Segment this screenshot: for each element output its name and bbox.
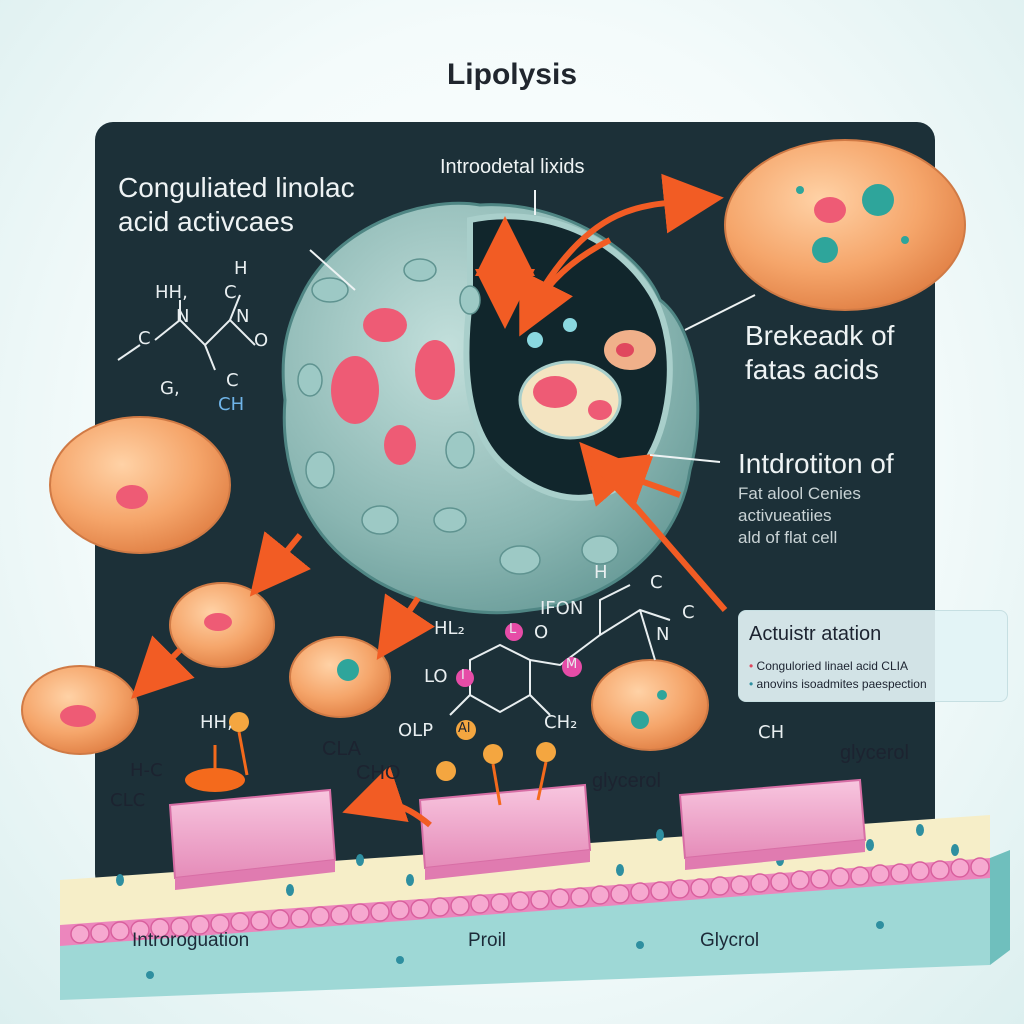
chem-structure-center bbox=[449, 584, 671, 716]
ground-label-left: Introroguation bbox=[132, 930, 250, 951]
fat-cell-small-3 bbox=[289, 636, 391, 718]
chem-left-c2: C bbox=[138, 328, 151, 349]
label-top-left-line2: acid activcaes bbox=[118, 206, 294, 237]
fat-cell-small-2 bbox=[21, 665, 139, 755]
tissue-block-left bbox=[168, 788, 337, 890]
diagram-title: Lipolysis bbox=[446, 58, 578, 91]
label-pointers bbox=[309, 190, 756, 463]
chem-tag-al: Al bbox=[458, 721, 471, 736]
chem-left-h: H bbox=[234, 258, 248, 279]
fat-cell-small-1 bbox=[169, 582, 275, 668]
fat-cell-left bbox=[49, 416, 231, 554]
fat-cell-small-4 bbox=[591, 659, 709, 751]
label-right-upper-line2: fatas acids bbox=[745, 354, 879, 385]
legend-item: • anovins isoadmites paespection bbox=[749, 677, 927, 691]
chem-ch-right: CH bbox=[758, 722, 785, 743]
chem-tag-l: L bbox=[509, 622, 517, 637]
chem-center-hlo: HL₂ bbox=[434, 618, 465, 639]
tissue-block-center bbox=[418, 783, 592, 880]
chem-tag-m: M bbox=[566, 657, 578, 672]
label-glycerol-right: glycerol bbox=[840, 742, 909, 764]
chem-left-n2: N bbox=[236, 306, 250, 327]
ground-label-right: Glycrol bbox=[700, 930, 760, 951]
label-cho: CHO bbox=[356, 762, 401, 784]
legend-item: • Conguloried linael acid CLIA bbox=[749, 659, 908, 673]
chem-tags bbox=[185, 623, 582, 806]
chem-left-o: O bbox=[254, 330, 269, 351]
label-right-mid-line3: ald of flat cell bbox=[738, 528, 838, 547]
label-right-mid-line2: activueatiies bbox=[738, 506, 832, 525]
chem-left-hh: HH, bbox=[155, 282, 188, 303]
label-top-left-line1: Conguliated linolac bbox=[118, 172, 355, 203]
ground-label-center: Proil bbox=[468, 930, 507, 951]
chem-tag-i: I bbox=[461, 668, 465, 683]
chem-left-c3: C bbox=[226, 370, 239, 391]
chem-center-fon: IFON bbox=[540, 598, 584, 619]
tissue-block-right bbox=[678, 778, 867, 870]
label-glycerol-mid: glycerol bbox=[592, 770, 661, 792]
chem-base-hc: H-C bbox=[130, 760, 163, 781]
chem-left-ch: CH bbox=[218, 394, 245, 415]
label-cla: CLA bbox=[322, 738, 361, 760]
orange-arrows bbox=[131, 173, 728, 828]
chem-base-clc: CLC bbox=[110, 790, 146, 811]
chem-center-c2: C bbox=[682, 602, 695, 623]
chem-center-clp: OLP bbox=[398, 720, 434, 741]
label-top-center: Introodetal lixids bbox=[440, 156, 585, 178]
fat-cell-top-right bbox=[724, 139, 966, 311]
chem-base-hh: HH, bbox=[200, 712, 233, 733]
label-right-mid-heading: Intdrotiton of bbox=[738, 448, 894, 479]
chem-center-h: H bbox=[594, 562, 608, 583]
pink-cell-row bbox=[70, 857, 990, 944]
chem-left-g: G, bbox=[160, 378, 180, 399]
label-right-mid-line1: Fat alool Cenies bbox=[738, 484, 861, 503]
chem-center-n: N bbox=[656, 624, 670, 645]
chem-left-c: C bbox=[224, 282, 237, 303]
chem-center-lo: LO bbox=[424, 666, 448, 687]
chem-structure-left bbox=[117, 294, 256, 371]
label-right-upper-line1: Brekeadk of bbox=[745, 320, 895, 351]
large-cell bbox=[281, 201, 700, 615]
legend-heading: Actuistr atation bbox=[749, 623, 882, 645]
chem-left-n1: N bbox=[176, 306, 190, 327]
chem-center-ch2: CH₂ bbox=[544, 712, 578, 733]
legend-box: Actuistr atation • Conguloried linael ac… bbox=[738, 610, 1008, 702]
chem-center-o: O bbox=[534, 622, 549, 643]
chem-center-c: C bbox=[650, 572, 663, 593]
